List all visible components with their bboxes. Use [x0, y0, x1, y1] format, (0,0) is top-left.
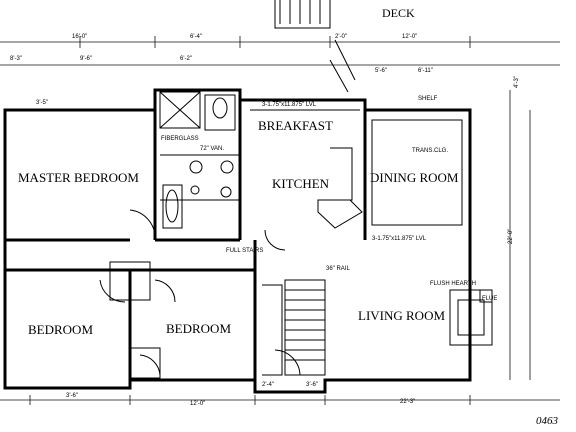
fiberglass-note: FIBERGLASS	[161, 136, 199, 142]
dim-top-7: 6'-2"	[180, 56, 192, 62]
dim-top-8: 5'-6"	[375, 68, 387, 74]
shelf-note: SHELF	[418, 96, 438, 102]
dim-bottom-1: 3'-6"	[66, 393, 78, 399]
flush-hearth-note: FLUSH HEARTH	[430, 281, 476, 287]
dim-bottom-3: 2'-4"	[262, 382, 274, 388]
dim-bottom-5: 22'-3"	[400, 399, 415, 405]
bedroom-1-label: BEDROOM	[28, 322, 93, 337]
dim-top-3: 2'-0"	[335, 34, 347, 40]
full-stairs-note: FULL STAIRS	[226, 248, 263, 254]
kitchen-label: KITCHEN	[272, 176, 330, 191]
rail-note: 36" RAIL	[326, 266, 350, 272]
exterior-walls	[3, 88, 472, 394]
beam-1: 3-1.75"x11.875" LVL	[262, 102, 317, 108]
deck-label: DECK	[382, 6, 415, 20]
dimension-lines	[0, 36, 560, 405]
dim-side-2: 22'-0"	[508, 229, 514, 244]
dim-bottom-2: 12'-0"	[190, 401, 205, 407]
master-bedroom-label: MASTER BEDROOM	[18, 170, 139, 185]
door-swings	[99, 209, 301, 376]
deck: DECK	[274, 0, 415, 93]
dim-top-6: 9'-6"	[80, 56, 92, 62]
plan-number: 0463	[536, 415, 559, 427]
transom-note: TRANS.CLG.	[412, 148, 448, 154]
dim-left-1: 3'-5"	[36, 100, 48, 106]
dim-top-1: 16'-0"	[72, 34, 87, 40]
beam-2: 3-1.75"x11.875" LVL	[372, 236, 427, 242]
breakfast-label: BREAKFAST	[258, 118, 333, 133]
dim-top-5: 8'-3"	[10, 56, 22, 62]
dining-room-label: DINING ROOM	[370, 170, 459, 185]
van-note: 72" VAN.	[200, 146, 224, 152]
dim-top-4: 12'-0"	[402, 34, 417, 40]
flue-note: FLUE	[482, 296, 497, 302]
dim-side-1: 4'-3"	[514, 76, 520, 88]
dim-top-2: 6'-4"	[190, 34, 202, 40]
living-room-label: LIVING ROOM	[358, 308, 445, 323]
interior-walls	[5, 90, 493, 380]
dim-top-9: 6'-11"	[418, 68, 433, 74]
bedroom-2-label: BEDROOM	[166, 321, 231, 336]
dim-bottom-4: 3'-6"	[306, 382, 318, 388]
